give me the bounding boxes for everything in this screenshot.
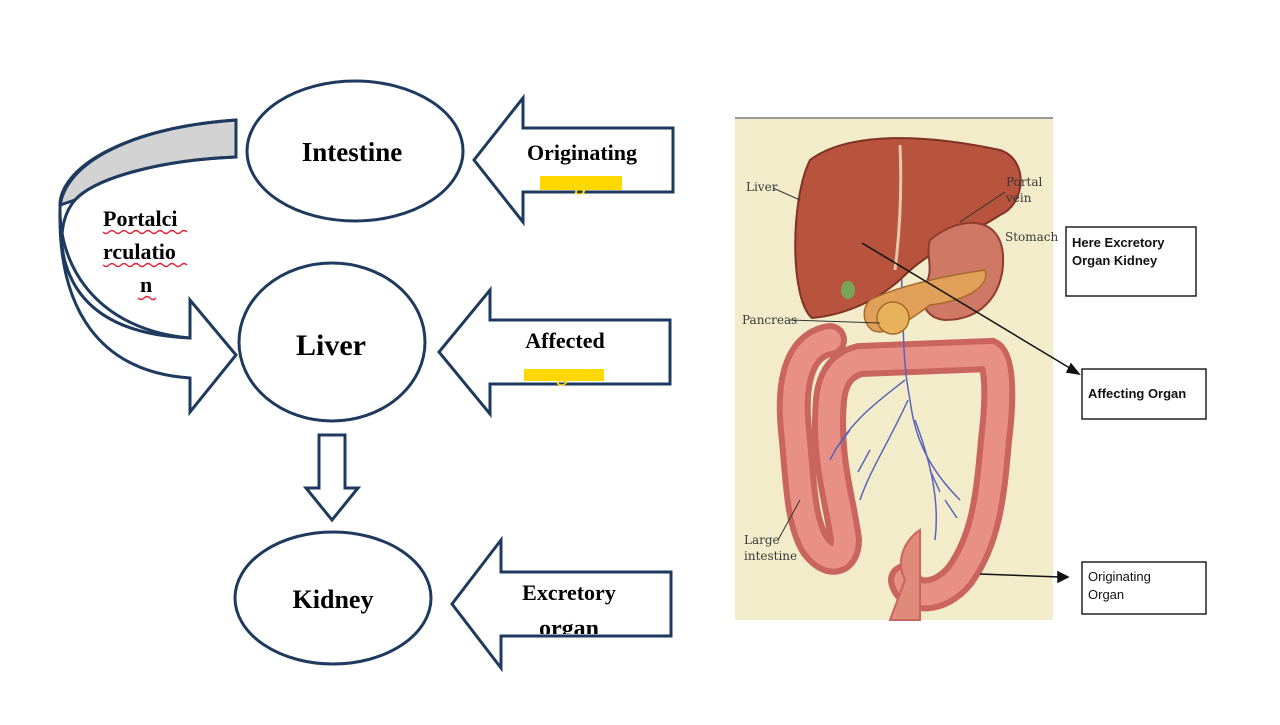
- callout-kidney-line1: Here Excretory: [1072, 235, 1165, 250]
- highlight-mark: [540, 176, 622, 190]
- down-arrow: [302, 433, 362, 523]
- portal-circulation-arrow: [58, 118, 238, 417]
- callout-affecting: Affecting Organ: [1081, 368, 1207, 420]
- intestine-label: Intestine: [302, 137, 403, 167]
- callout-kidney: Here Excretory Organ Kidney: [1065, 226, 1197, 297]
- label-large-intestine-1: Large: [744, 533, 780, 547]
- originating-arrow-label-2: organ: [554, 170, 609, 195]
- spellcheck-underline: [102, 229, 188, 235]
- liver-node: Liver: [237, 261, 427, 423]
- kidney-node: Kidney: [233, 530, 433, 666]
- callout-originating-line2: Organ: [1088, 587, 1124, 602]
- originating-arrow-label: Originating: [527, 140, 637, 165]
- label-portal-vein-2: vein: [1005, 191, 1032, 205]
- portal-label-line2: rculatio: [103, 239, 176, 264]
- callout-kidney-line2: Organ Kidney: [1072, 253, 1158, 268]
- label-large-intestine-2: intestine: [744, 549, 797, 563]
- highlight-mark: [524, 369, 604, 381]
- spellcheck-underline: [137, 295, 157, 301]
- kidney-label: Kidney: [293, 585, 374, 614]
- affected-arrow-label: Affected: [525, 328, 604, 353]
- portal-label-line3: n: [140, 272, 152, 297]
- callout-originating: Originating Organ: [1081, 561, 1207, 615]
- digestive-system-illustration: Liver Portal vein Stomach Pancreas Large…: [735, 117, 1059, 621]
- callout-originating-line1: Originating: [1088, 569, 1151, 584]
- label-portal-vein-1: Portal: [1006, 175, 1043, 189]
- large-intestine-shape: [776, 323, 1016, 621]
- excretory-arrow-label-2: organ: [539, 616, 599, 642]
- spellcheck-underline: [102, 262, 188, 268]
- excretory-arrow-label: Excretory: [522, 580, 616, 605]
- portal-label-line1: Portalci: [103, 206, 178, 231]
- liver-label: Liver: [296, 329, 366, 362]
- excretory-organ-arrow: Excretory organ: [450, 535, 673, 673]
- intestine-node: Intestine: [245, 79, 465, 223]
- callout-connectors: [861, 242, 1081, 584]
- label-pancreas: Pancreas: [742, 313, 797, 327]
- affected-arrow-label-2: organ: [536, 361, 591, 386]
- originating-organ-arrow: Originating organ: [472, 93, 675, 227]
- label-stomach: Stomach: [1005, 230, 1059, 244]
- callout-affecting-text: Affecting Organ: [1088, 386, 1186, 401]
- label-liver: Liver: [746, 180, 778, 194]
- affected-organ-arrow: Affected organ: [437, 285, 672, 419]
